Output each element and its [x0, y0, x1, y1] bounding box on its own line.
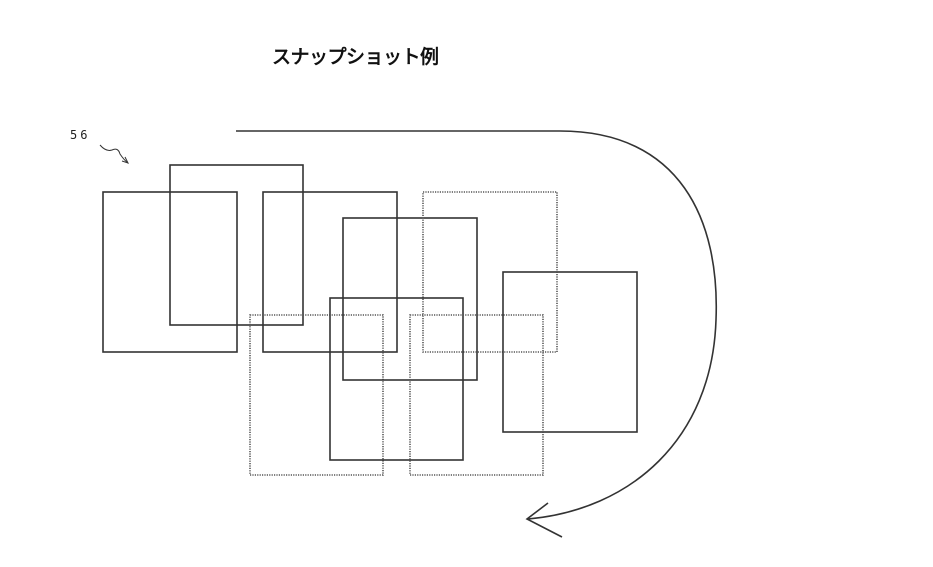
snapshot-frame-4 — [250, 315, 383, 475]
snapshot-frame-9 — [503, 272, 637, 432]
reference-leader-line — [100, 145, 128, 163]
movement-arrow-head — [527, 503, 562, 537]
movement-arrow-curve — [236, 131, 716, 519]
